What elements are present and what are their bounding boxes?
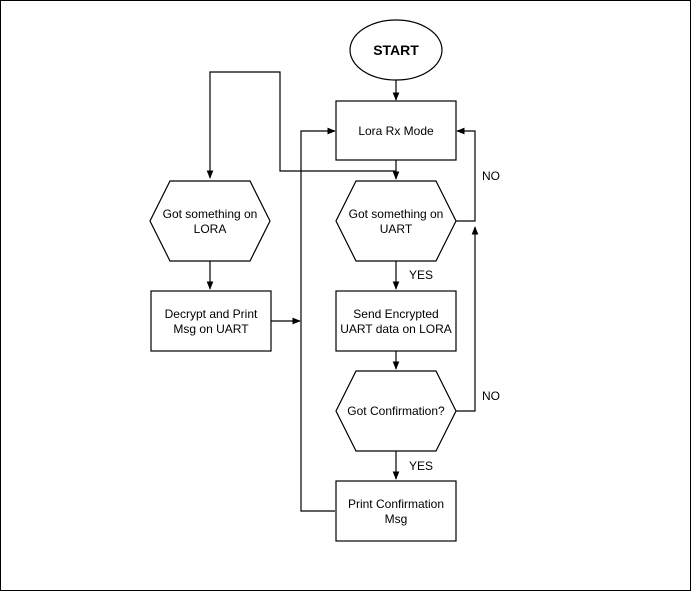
start-node (349, 19, 443, 81)
got-uart-label-line1: Got something on (349, 207, 444, 221)
lora-rx-mode-node (335, 100, 457, 161)
send-encrypted-label-line1: Send Encrypted (353, 307, 438, 321)
decrypt-print-label-line1: Decrypt and Print (165, 307, 258, 321)
print-confirmation-label-line2: Msg (385, 512, 408, 526)
send-encrypted-node (335, 290, 457, 352)
send-encrypted-label-line2: UART data on LORA (340, 322, 452, 336)
got-uart-label-line2: UART (380, 222, 413, 236)
got-confirmation-node (335, 370, 457, 452)
decrypt-print-node (150, 290, 272, 352)
edge-confirmation-no (455, 226, 479, 412)
decrypt-print-label-line2: Msg on UART (173, 322, 249, 336)
edge-print-to-lora-rx (300, 127, 336, 512)
lora-rx-mode-label: Lora Rx Mode (358, 124, 434, 138)
got-confirmation-label: Got Confirmation? (347, 404, 445, 418)
start-label: START (373, 42, 419, 58)
uart-no-label: NO (482, 169, 500, 183)
print-confirmation-node (335, 480, 457, 542)
edge-got-uart-no (455, 127, 476, 222)
got-something-lora-node (149, 180, 271, 262)
print-confirmation-label-line1: Print Confirmation (348, 497, 444, 511)
got-lora-label-line1: Got something on (163, 207, 258, 221)
edge-loop-to-got-lora (206, 71, 396, 179)
got-something-uart-node (335, 180, 457, 262)
confirmation-yes-label: YES (409, 459, 433, 473)
confirmation-no-label: NO (482, 389, 500, 403)
got-lora-label-line2: LORA (194, 222, 227, 236)
uart-yes-label: YES (409, 268, 433, 282)
